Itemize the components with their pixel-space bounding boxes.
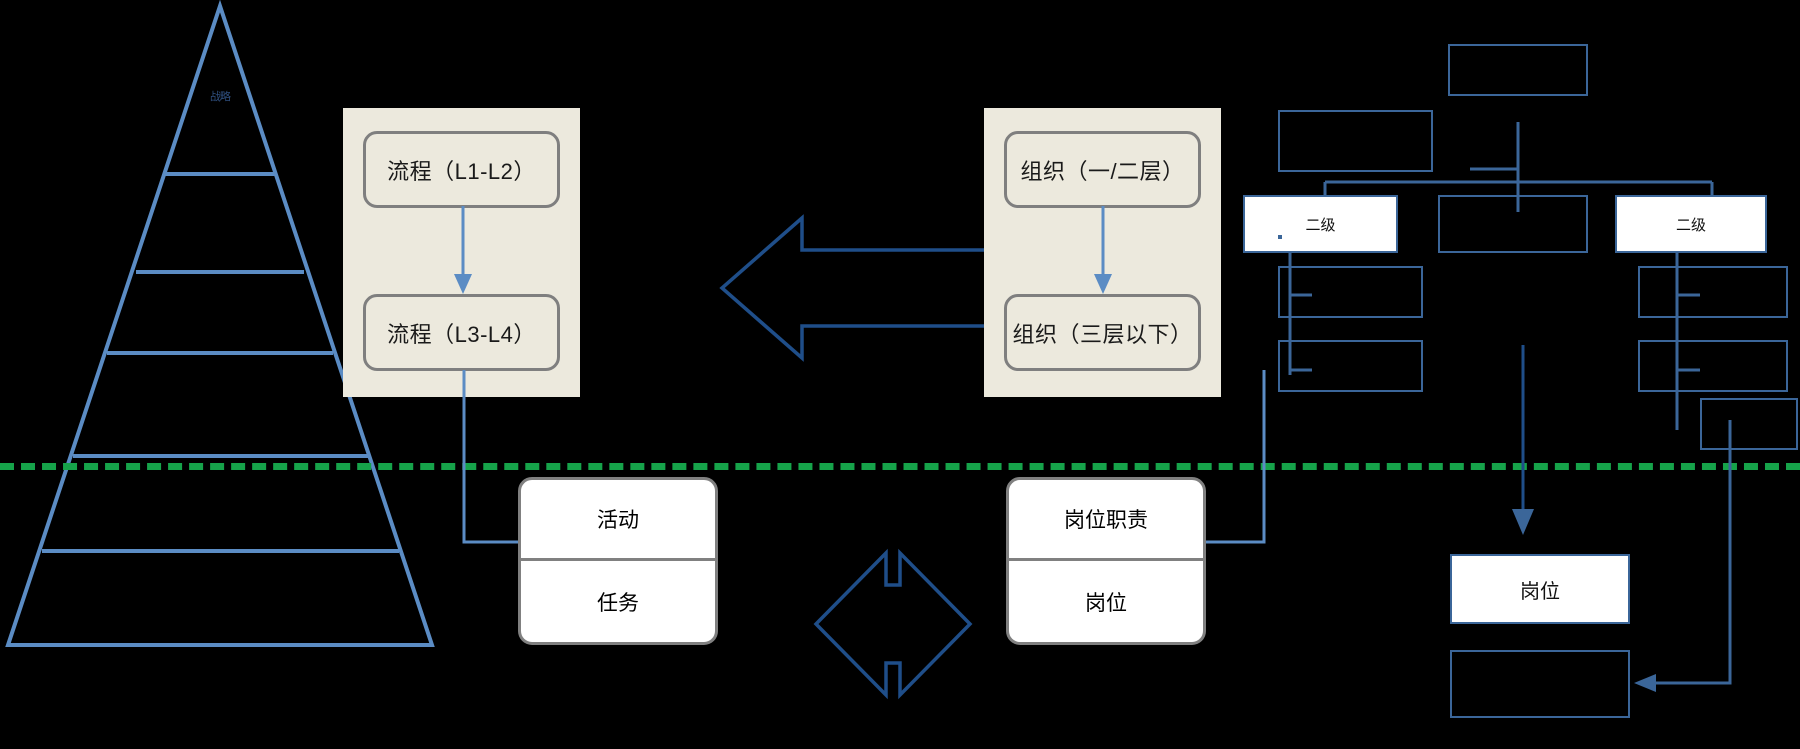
process-box-l1l2[interactable]: 流程（L1-L2） xyxy=(363,131,560,208)
process-connector-arrow xyxy=(448,206,478,298)
activity-row-activity[interactable]: 活动 xyxy=(518,477,718,561)
org-node-root[interactable] xyxy=(1448,44,1588,96)
org-box-level3below[interactable]: 组织（三层以下） xyxy=(1004,294,1201,371)
pyramid-group: 战略 xyxy=(0,0,440,749)
org-node-child-c1[interactable] xyxy=(1638,266,1788,318)
level-divider-line xyxy=(0,463,1800,470)
pyramid-outline xyxy=(5,0,435,647)
activity-row-task[interactable]: 任务 xyxy=(518,561,718,645)
position-row-position[interactable]: 岗位 xyxy=(1006,561,1206,645)
org-node-child-a1[interactable] xyxy=(1278,266,1423,318)
org-node-dept-b[interactable] xyxy=(1438,195,1588,253)
org-node-dept-c[interactable]: 二级 xyxy=(1615,195,1767,253)
org-box-level12[interactable]: 组织（一/二层） xyxy=(1004,131,1201,208)
org-node-position[interactable]: 岗位 xyxy=(1450,554,1630,624)
org-node-sub-a1[interactable] xyxy=(1278,235,1282,239)
org-node-child-c3[interactable] xyxy=(1700,398,1798,450)
pyramid-apex-label: 战略 xyxy=(210,91,231,103)
org-node-dept-a[interactable]: 二级 xyxy=(1243,195,1398,253)
org-node-child-a2[interactable] xyxy=(1278,340,1423,392)
org-node-child-c2[interactable] xyxy=(1638,340,1788,392)
org-node-deputy[interactable] xyxy=(1278,110,1433,172)
org-chart-group: 二级 二级 xyxy=(1240,30,1800,430)
org-duty-connector xyxy=(1620,420,1800,700)
activity-table-right: 岗位职责 岗位 xyxy=(1006,477,1206,645)
process-box-l3l4[interactable]: 流程（L3-L4） xyxy=(363,294,560,371)
activity-table-left: 活动 任务 xyxy=(518,477,718,645)
position-row-duty[interactable]: 岗位职责 xyxy=(1006,477,1206,561)
org-connector-arrow xyxy=(1088,206,1118,298)
org-position-arrow-down xyxy=(1508,345,1538,545)
lower-double-arrow xyxy=(808,548,978,700)
org-node-duty[interactable] xyxy=(1450,650,1630,718)
